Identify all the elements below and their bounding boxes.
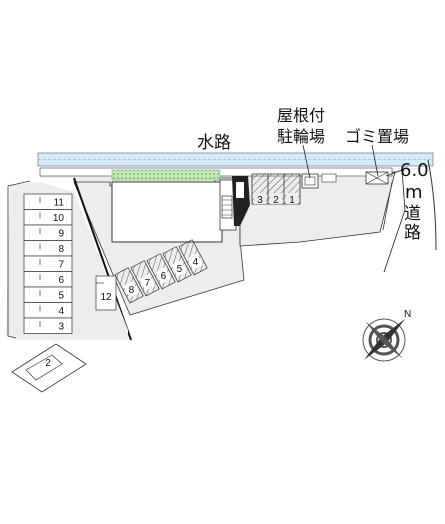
parking-slot-label: 4 — [193, 257, 199, 268]
parking-slot-label: 11 — [54, 198, 65, 209]
parking-slot-9: 9 — [23, 224, 73, 241]
parking-slot-label: 9 — [58, 229, 64, 240]
road-unit-label: m — [405, 182, 423, 203]
compass-north-label: N — [404, 309, 411, 320]
road-width-label: 6.0 — [400, 160, 429, 181]
parking-slot-label: 6 — [58, 275, 64, 286]
lower-left-parking: 2 — [11, 343, 87, 393]
parking-slot-3: 3 — [23, 317, 73, 334]
parking-slot-label: 10 — [53, 213, 65, 224]
compass-rose: N — [362, 309, 411, 362]
parking-slot-label: 5 — [177, 264, 183, 275]
waterway — [37, 152, 434, 167]
parking-slot-label: 8 — [58, 244, 64, 255]
parking-slot-label: 4 — [58, 306, 64, 317]
parking-slot-diag-7: 7 — [130, 260, 160, 297]
parking-slot-2: 2 — [45, 358, 51, 369]
entrance-block — [219, 176, 250, 231]
road-label-char2: 路 — [404, 223, 421, 243]
road-label-char1: 道 — [404, 204, 421, 224]
bike-parking-label-line1: 屋根付 — [277, 106, 325, 125]
parking-slot-7: 7 — [23, 255, 73, 272]
center-space: 12 — [95, 275, 117, 311]
parking-slot-label: 8 — [129, 285, 135, 296]
parking-slot-diag-4: 4 — [178, 239, 208, 276]
parking-slot-label: 5 — [58, 291, 64, 302]
parking-slot-8: 8 — [23, 240, 73, 257]
parking-slot-label: 3 — [58, 322, 64, 333]
building — [111, 181, 223, 243]
parking-slot-label: 7 — [145, 278, 151, 289]
parking-slot-label: 7 — [58, 260, 64, 271]
parking-slot-10: 10 — [23, 209, 73, 226]
garbage-label-leader — [371, 144, 379, 177]
bike-slot-1: 1 — [289, 195, 295, 206]
bike-slot-3: 3 — [257, 195, 263, 206]
parking-slot-diag-6: 6 — [146, 253, 176, 290]
planting-strip — [111, 169, 221, 181]
bike-parking: 3 2 1 — [251, 173, 301, 206]
bike-parking-label-line2: 駐輪場 — [277, 127, 325, 146]
parking-slot-diag-8: 8 — [114, 267, 144, 304]
garbage-area — [321, 171, 389, 185]
parking-slot-5: 5 — [23, 286, 73, 303]
parking-slot-6: 6 — [23, 271, 73, 288]
parking-slot-label: 6 — [161, 271, 167, 282]
bike-label-leader — [302, 144, 311, 179]
road — [382, 159, 437, 273]
boundary-line — [73, 177, 132, 341]
parking-slot-11: 11 — [23, 193, 73, 210]
parking-slot-12: 12 — [100, 292, 112, 303]
parking-slot-diag-5: 5 — [162, 246, 192, 283]
parking-slot-4: 4 — [23, 302, 73, 319]
waterway-label: 水路 — [197, 133, 231, 153]
bike-slot-2: 2 — [273, 195, 279, 206]
garbage-label: ゴミ置場 — [345, 127, 409, 146]
